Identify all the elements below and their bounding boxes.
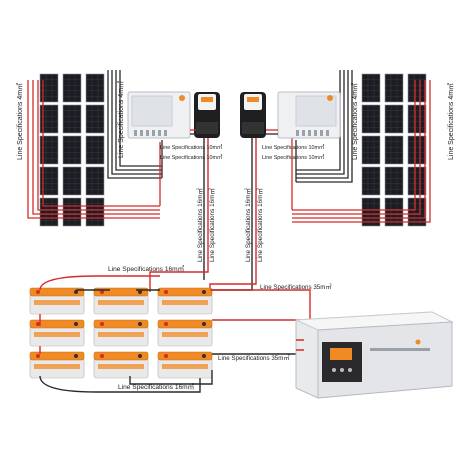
label-panel-right: Line Specifications 4m㎡ [351,83,359,160]
battery [29,319,85,347]
battery [29,287,85,315]
solar-array-left [39,73,105,227]
label-inverter-bottom: Line Specifications 35m㎡ [218,354,290,362]
charge-controller-right [240,92,266,138]
label-feeder-4: Line Specifications 16m㎡ [255,188,264,262]
solar-panel [85,166,105,196]
label-combiner-right-2: Line Specifications 10m㎡ [262,153,325,161]
solar-panel [384,197,404,227]
solar-panel [361,197,381,227]
solar-panel [361,73,381,103]
battery [93,351,149,379]
solar-panel [39,73,59,103]
solar-panel [407,166,427,196]
battery-interconnect-wiring [39,275,311,393]
solar-panel [39,197,59,227]
solar-array-right [361,73,427,227]
battery [157,319,213,347]
solar-panel [384,104,404,134]
label-panel-left: Line Specifications 4m㎡ [16,83,24,160]
label-feeder-3: Line Specifications 16m㎡ [243,188,252,262]
battery [157,287,213,315]
solar-panel [39,135,59,165]
solar-panel [361,166,381,196]
solar-panel [407,104,427,134]
solar-panel [85,135,105,165]
solar-panel [62,104,82,134]
label-battery-bottom: Line Specifications 16m㎡ [118,382,195,391]
charge-controller-left [194,92,220,138]
solar-panel [85,197,105,227]
label-battery-top: Line Specifications 16m㎡ [108,264,185,273]
solar-panel [85,104,105,134]
solar-panel [62,197,82,227]
inverter [295,311,454,399]
solar-panel [361,135,381,165]
label-combiner-left-1: Line Specifications 10m㎡ [160,143,223,151]
solar-panel [62,166,82,196]
label-panel-right-2: Line Specifications 4m㎡ [447,83,455,160]
solar-panel [384,73,404,103]
label-combiner-left-2: Line Specifications 10m㎡ [160,153,223,161]
battery [93,319,149,347]
combiner-box-right [277,91,341,139]
battery-bank [29,287,213,379]
battery [29,351,85,379]
solar-panel [384,166,404,196]
panel-wiring-left [27,70,163,219]
battery [157,351,213,379]
panel-wiring-right [291,70,431,223]
label-feeder-1: Line Specifications 16m㎡ [195,188,204,262]
solar-panel [407,135,427,165]
solar-panel [85,73,105,103]
label-combiner-right-1: Line Specifications 10m㎡ [262,143,325,151]
solar-panel [62,73,82,103]
solar-panel [62,135,82,165]
solar-panel [361,104,381,134]
solar-panel [39,104,59,134]
label-panel-left-2: Line Specifications 4m㎡ [117,81,125,158]
battery [93,287,149,315]
label-feeder-2: Line Specifications 16m㎡ [207,188,216,262]
solar-panel [384,135,404,165]
combiner-controller-wiring [190,129,278,135]
solar-panel [407,73,427,103]
combiner-box-left [127,91,191,139]
label-inverter-top: Line Specifications 35m㎡ [260,283,332,291]
